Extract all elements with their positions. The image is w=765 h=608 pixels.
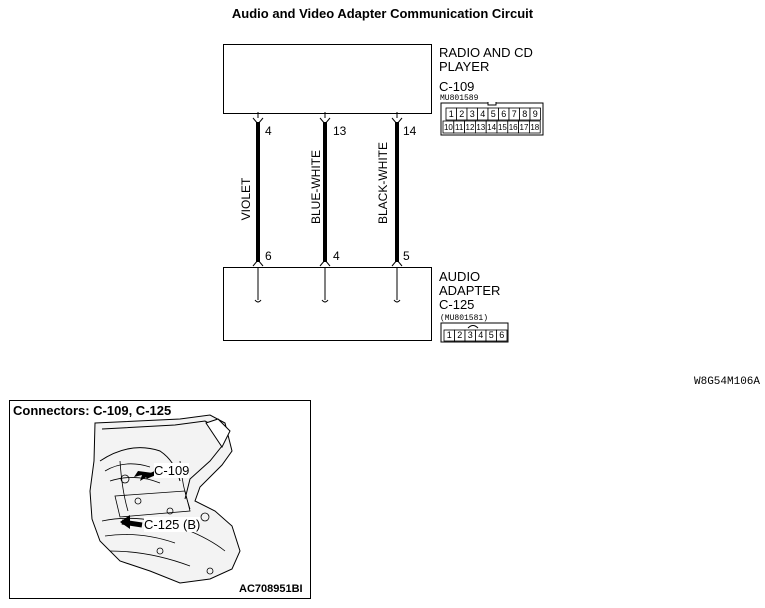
adapter-pin-label: 6 — [499, 330, 504, 340]
radio-top-pin-label: 8 — [522, 109, 527, 119]
radio-top-pin-label: 2 — [459, 109, 464, 119]
wire-3-top-terminal — [391, 117, 403, 125]
radio-bottom-pin-label: 10 — [444, 123, 453, 132]
wire-1-top-terminal — [252, 117, 264, 125]
adapter-connector-id: C-125 — [439, 297, 475, 312]
inset-image-code: AC708951BI — [239, 583, 303, 595]
wire-2-internal-lead — [321, 268, 329, 303]
wire-2-top-terminal — [319, 117, 331, 125]
wire1-color-label: VIOLET — [239, 177, 253, 221]
radio-bottom-pin-label: 16 — [509, 123, 518, 132]
wire3-bottom-pin: 5 — [403, 249, 410, 263]
radio-bottom-pin-label: 15 — [498, 123, 507, 132]
radio-cd-player-box — [223, 44, 432, 114]
radio-bottom-pin-label: 17 — [520, 123, 529, 132]
connector-location-inset: Connectors: C-109, C-125 C-109 C-125 (B)… — [9, 400, 311, 599]
c125-arrow-icon — [120, 515, 130, 529]
radio-part-number: MU801589 — [440, 94, 479, 103]
radio-top-pin-label: 7 — [512, 109, 517, 119]
dashboard-illustration — [89, 414, 241, 584]
radio-top-pin-label: 1 — [449, 109, 454, 119]
wire3-top-pin: 14 — [403, 124, 417, 138]
adapter-pin-label: 1 — [447, 330, 452, 340]
wire-1-bottom-terminal — [252, 259, 264, 267]
radio-bottom-pin-label: 14 — [487, 123, 496, 132]
inset-title: Connectors: C-109, C-125 — [13, 403, 172, 418]
radio-bottom-cell — [529, 120, 541, 134]
radio-bottom-pin-label: 12 — [466, 123, 475, 132]
radio-top-pin-label: 3 — [470, 109, 475, 119]
adapter-label-line2: ADAPTER — [439, 283, 501, 298]
adapter-pin-label: 2 — [457, 330, 462, 340]
adapter-label-line1: AUDIO — [439, 269, 481, 284]
radio-bottom-pin-label: 13 — [476, 123, 485, 132]
wire1-top-pin: 4 — [265, 124, 272, 138]
diagram-code: W8G54M106A — [694, 376, 761, 388]
adapter-cell — [496, 329, 508, 342]
wire2-color-label: BLUE-WHITE — [309, 150, 323, 225]
radio-top-pin-label: 4 — [480, 109, 485, 119]
radio-bottom-pin-label: 18 — [530, 123, 539, 132]
wire2-top-pin: 13 — [333, 124, 347, 138]
radio-bottom-pin-label: 11 — [455, 123, 464, 132]
radio-top-pin-label: 6 — [501, 109, 506, 119]
wire-3-internal-lead — [393, 268, 401, 303]
wire-2-bottom-terminal — [319, 259, 331, 267]
radio-connector-id: C-109 — [439, 79, 475, 94]
wire3-color-label: BLACK-WHITE — [376, 142, 390, 225]
wire2-bottom-pin: 4 — [333, 249, 340, 263]
inset-callout-c109: C-109 — [154, 463, 190, 478]
wire-3-bottom-terminal — [391, 259, 403, 267]
radio-label-line2: PLAYER — [439, 59, 490, 74]
radio-top-pin-label: 9 — [533, 109, 538, 119]
inset-callout-c125: C-125 (B) — [144, 517, 201, 532]
wire-1-internal-lead — [254, 268, 262, 303]
adapter-pin-label: 3 — [468, 330, 473, 340]
radio-top-cell — [529, 107, 541, 121]
radio-top-pin-label: 5 — [491, 109, 496, 119]
radio-label-line1: RADIO AND CD — [439, 45, 533, 60]
adapter-part-number: (MU801581) — [440, 314, 489, 323]
diagram-title: Audio and Video Adapter Communication Ci… — [231, 6, 534, 21]
c109-arrow-icon — [134, 471, 153, 481]
wire1-bottom-pin: 6 — [265, 249, 272, 263]
adapter-pin-label: 5 — [489, 330, 494, 340]
adapter-pin-label: 4 — [478, 330, 483, 340]
